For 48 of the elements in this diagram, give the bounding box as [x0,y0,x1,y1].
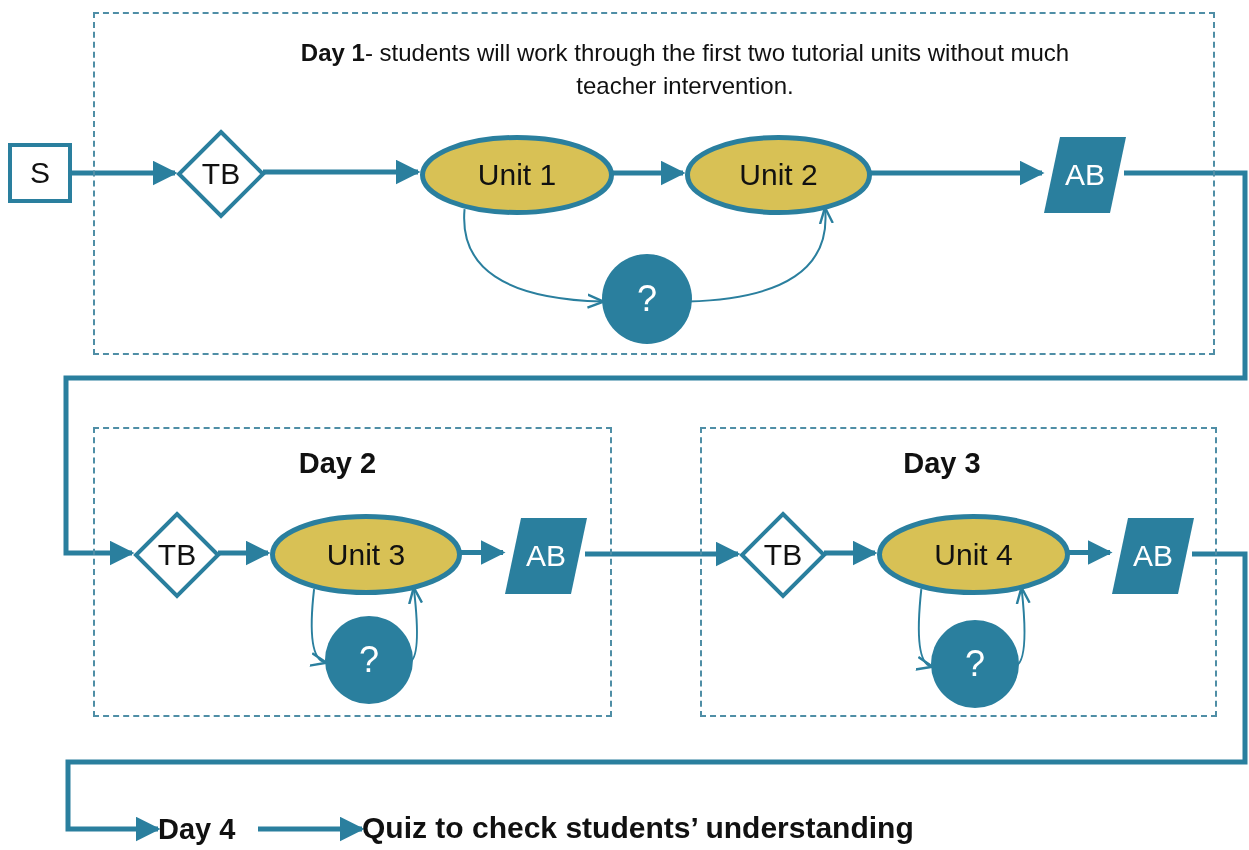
node-label: AB [526,541,566,571]
day-group-frame [93,427,612,717]
day-description: Day 1- students will work through the first two tutorial units without much teacher intervention. [299,38,1071,102]
node-label: Unit 2 [739,160,818,190]
unit-ellipse [420,135,614,215]
arrow [824,540,878,566]
day-group-frame [93,12,1215,355]
day-heading: Day 2 [297,446,378,481]
node-label: S [30,158,50,188]
node-label: Unit 1 [477,160,557,190]
node-label: ? [359,642,379,678]
node-label: AB [1065,160,1105,190]
unit-ellipse [685,135,872,215]
node-label: TB [157,540,197,570]
question-circle [602,254,692,344]
arrow [460,540,506,565]
day-label: Day 4 [158,810,258,848]
arrow [263,159,421,185]
arrow [63,170,1248,566]
arrow [585,541,741,567]
day-group-frame [700,427,1217,717]
data-parallelogram [1044,137,1126,213]
decision-diamond [177,130,265,218]
quiz-heading: Quiz to check students’ understanding [362,808,1062,848]
data-parallelogram [505,518,587,594]
question-circle [931,620,1019,708]
decision-diamond [134,512,220,598]
node-label: Unit 4 [934,539,1013,570]
day-heading: Day 3 [902,446,982,481]
node-label: ? [965,646,985,682]
node-label: Unit 3 [326,539,406,570]
data-parallelogram [1112,518,1194,594]
decision-diamond [740,512,826,598]
arrow [612,160,686,186]
node-label: TB [763,540,803,570]
unit-ellipse [877,514,1070,595]
node-label: ? [637,281,657,317]
arrow [870,160,1045,186]
arrow [218,540,271,566]
node-label: AB [1133,541,1173,571]
start-box [8,143,72,203]
unit-ellipse [270,514,462,595]
question-circle [325,616,413,704]
arrow [1068,540,1113,565]
node-label: TB [201,159,241,189]
arrow [65,551,1248,842]
arrow [72,160,178,186]
arrow [258,816,365,842]
